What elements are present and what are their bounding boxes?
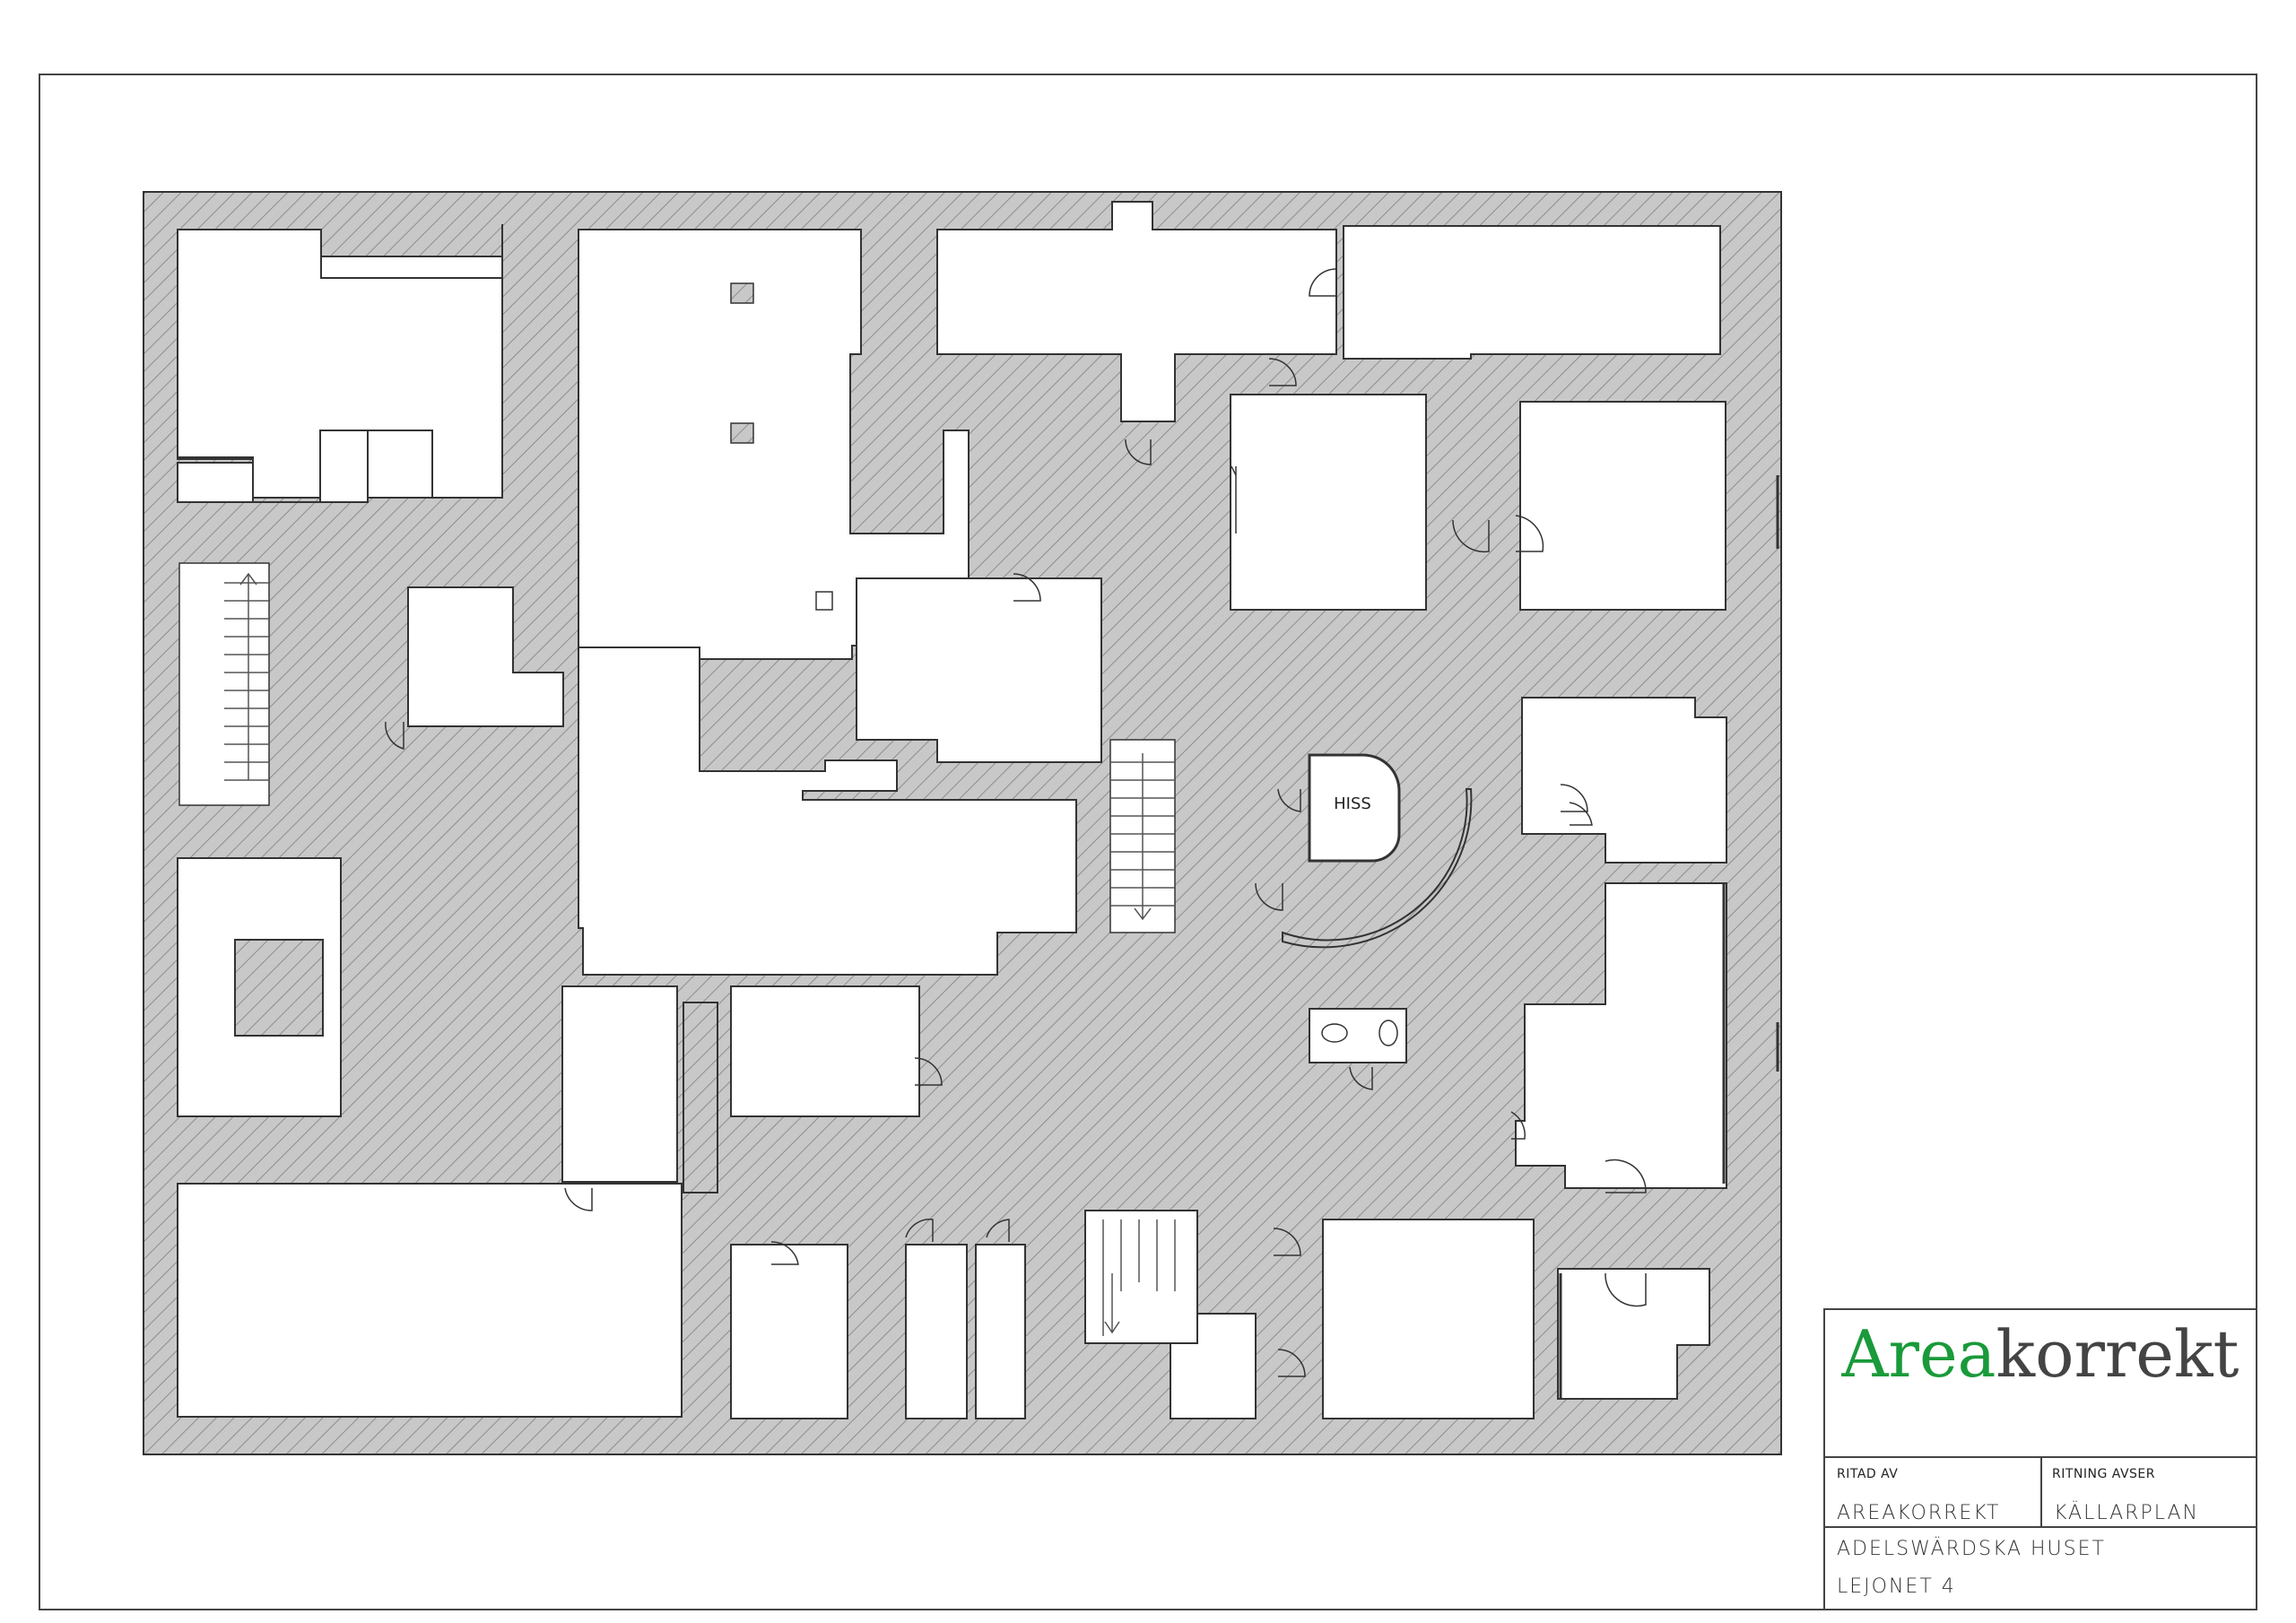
door-swing — [1560, 784, 1588, 812]
wall-block — [683, 1002, 718, 1193]
column — [730, 422, 754, 444]
door-swing — [1255, 882, 1283, 911]
inner-walls — [234, 939, 718, 1193]
building-name: ADELSWÄRDSKA HUSET — [1837, 1536, 2106, 1560]
door-swing — [914, 1057, 943, 1086]
room-bottom-mid1 — [561, 985, 678, 1183]
room-b — [578, 229, 970, 660]
doors — [385, 268, 1647, 1377]
elevator-label: HISS — [1334, 794, 1371, 813]
curved-wall — [1282, 788, 1473, 949]
room-right-4 — [1515, 882, 1727, 1189]
title-block: Areakorrekt RITAD AV AREAKORREKT RITNING… — [1823, 1308, 2257, 1610]
room-right-2 — [1519, 401, 1726, 611]
room-right-3 — [1521, 697, 1727, 864]
room-right-1 — [1230, 394, 1427, 611]
door-swing — [1349, 1066, 1373, 1090]
logo: Areakorrekt — [1841, 1316, 2239, 1392]
stair-arrow-head — [1134, 907, 1152, 921]
stair-left — [178, 562, 270, 806]
room-bottom-mid2 — [730, 985, 920, 1117]
logo-area: Area — [1841, 1316, 1996, 1392]
column — [730, 282, 754, 304]
sheet-border — [39, 74, 2257, 1610]
door-swing — [564, 1187, 593, 1211]
toilet-room-outline — [1309, 1008, 1407, 1063]
room-b1 — [730, 1244, 848, 1419]
property-name: LEJONET 4 — [1837, 1575, 1956, 1598]
logo-korrekt: korrekt — [1996, 1316, 2239, 1392]
door-swing — [1268, 358, 1297, 386]
room-c — [936, 201, 1337, 422]
room-bottom-left — [177, 1183, 683, 1418]
door-swing — [1569, 802, 1593, 826]
door-swing — [1515, 515, 1544, 552]
room-g — [407, 586, 564, 727]
door-swing — [385, 721, 404, 751]
floor-plan: HISS — [143, 191, 1782, 1455]
toilet-icon — [1321, 1023, 1348, 1043]
room-b5 — [1322, 1219, 1535, 1419]
stair-arrow-small — [1231, 465, 1237, 476]
door-swing — [1605, 1159, 1647, 1193]
door-swing — [1013, 573, 1041, 602]
door-swing — [1510, 1111, 1526, 1140]
stair-center — [1109, 739, 1176, 933]
door-swing — [1452, 519, 1490, 553]
room-f — [177, 430, 369, 503]
door-swing — [770, 1241, 799, 1265]
room-stair-lower — [1084, 1210, 1198, 1344]
stair-left-outline — [178, 562, 270, 806]
room-small-sink — [856, 577, 1102, 763]
door-swing — [1277, 788, 1301, 812]
drawing-of-label: RITNING AVSER — [2052, 1467, 2155, 1481]
wall-block — [234, 939, 324, 1037]
room-right-5 — [1557, 1268, 1710, 1400]
drawn-by-label: RITAD AV — [1837, 1467, 1898, 1481]
door-swing — [986, 1219, 1010, 1242]
room-d — [1343, 225, 1721, 360]
toilet-room — [1309, 1008, 1407, 1063]
stair-arrow-head — [1104, 1321, 1120, 1334]
door-swing — [1309, 268, 1337, 297]
drawing-of-value: KÄLLARPLAN — [2054, 1500, 2199, 1524]
elevator-core: HISS — [1282, 753, 1473, 949]
stair-arrow-head — [239, 572, 257, 586]
door-swing — [905, 1219, 934, 1242]
sink-small — [815, 591, 833, 611]
door-swing — [1277, 1349, 1306, 1377]
door-swing — [1605, 1272, 1647, 1307]
door-swing — [1273, 1228, 1301, 1256]
stair-lower — [1102, 1219, 1176, 1336]
room-b3 — [975, 1244, 1026, 1419]
room-center — [578, 647, 1077, 976]
rooms — [177, 201, 1727, 1419]
room-b2 — [905, 1244, 968, 1419]
sink-icon — [1378, 1020, 1398, 1046]
elevator-shaft — [1308, 753, 1401, 863]
door-swing — [1125, 438, 1152, 465]
drawn-by-value: AREAKORREKT — [1837, 1502, 2000, 1524]
